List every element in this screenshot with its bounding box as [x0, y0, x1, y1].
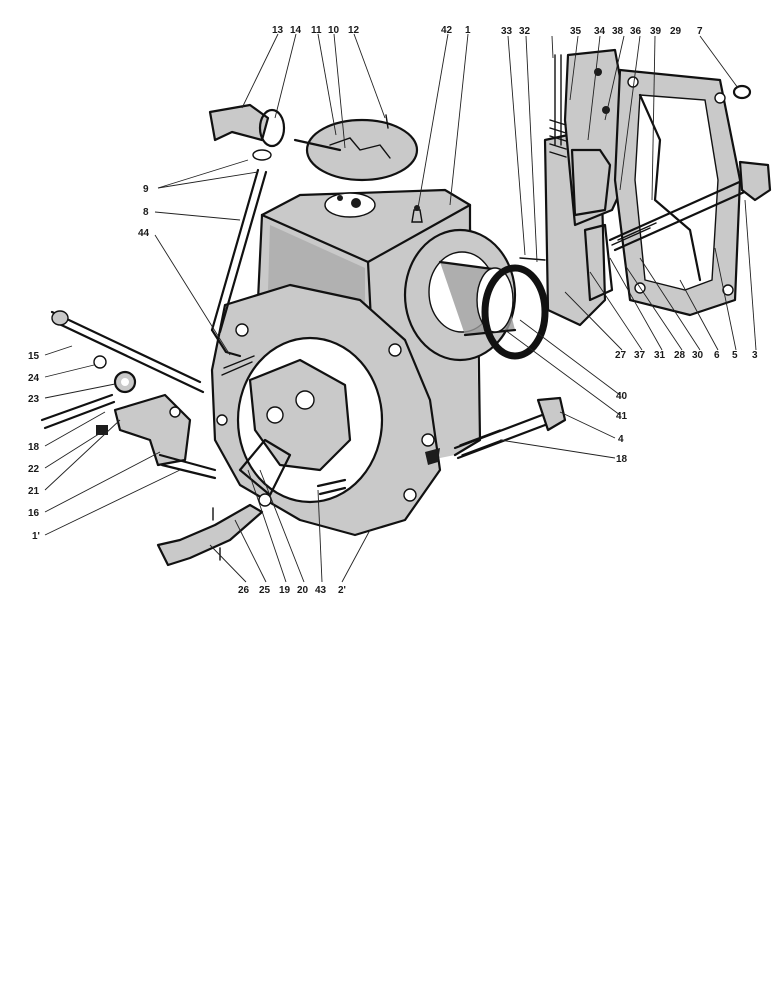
label-21: 21 [28, 486, 40, 497]
label-12: 12 [348, 25, 360, 36]
control-rod-assembly [208, 103, 419, 358]
label-31: 31 [654, 350, 666, 361]
label-38: 38 [612, 26, 624, 37]
label-24: 24 [28, 373, 40, 384]
label-19: 19 [279, 585, 291, 596]
label-36: 36 [630, 26, 642, 37]
label-30: 30 [692, 350, 704, 361]
long-bolt-3 [608, 160, 772, 252]
lower-lever [156, 503, 264, 567]
output-boss [403, 228, 517, 362]
parts-illustration [40, 48, 772, 567]
label-13: 13 [272, 25, 284, 36]
label-41: 41 [616, 411, 628, 422]
label-4: 4 [618, 434, 624, 445]
label-2: 2' [338, 585, 346, 596]
label-29: 29 [670, 26, 682, 37]
label-9: 9 [143, 184, 149, 195]
cross-shaft [50, 310, 205, 394]
label-25: 25 [259, 585, 271, 596]
label-6: 6 [714, 350, 720, 361]
label-8: 8 [143, 207, 149, 218]
label-43: 43 [315, 585, 327, 596]
label-3: 3 [752, 350, 758, 361]
label-5: 5 [732, 350, 738, 361]
label-14: 14 [290, 25, 302, 36]
label-1: 1 [465, 25, 471, 36]
leader-lines [44, 33, 757, 583]
label-18-left: 18 [28, 442, 40, 453]
label-22: 22 [28, 464, 40, 475]
label-28: 28 [674, 350, 686, 361]
side-cover-gasket [613, 68, 752, 317]
label-32: 32 [519, 26, 531, 37]
label-44: 44 [138, 228, 150, 239]
label-17: 1' [32, 531, 40, 542]
part-labels: 13 14 11 10 12 42 1 33 32 35 34 38 36 39… [28, 25, 758, 596]
label-35: 35 [570, 26, 582, 37]
bolt-4-stud-18 [425, 396, 567, 465]
label-16: 16 [28, 508, 40, 519]
label-7: 7 [697, 26, 703, 37]
label-18-right: 18 [616, 454, 628, 465]
label-40: 40 [616, 391, 628, 402]
label-37: 37 [634, 350, 646, 361]
internal-mechanism [221, 355, 352, 497]
label-10: 10 [328, 25, 340, 36]
label-15: 15 [28, 351, 40, 362]
label-27: 27 [615, 350, 627, 361]
o-ring [481, 264, 549, 360]
label-34: 34 [594, 26, 606, 37]
label-33: 33 [501, 26, 513, 37]
label-26: 26 [238, 585, 250, 596]
left-small-parts [40, 355, 217, 480]
label-11: 11 [311, 25, 322, 36]
label-20: 20 [297, 585, 309, 596]
label-23: 23 [28, 394, 40, 405]
label-39: 39 [650, 26, 662, 37]
label-42: 42 [441, 25, 453, 36]
